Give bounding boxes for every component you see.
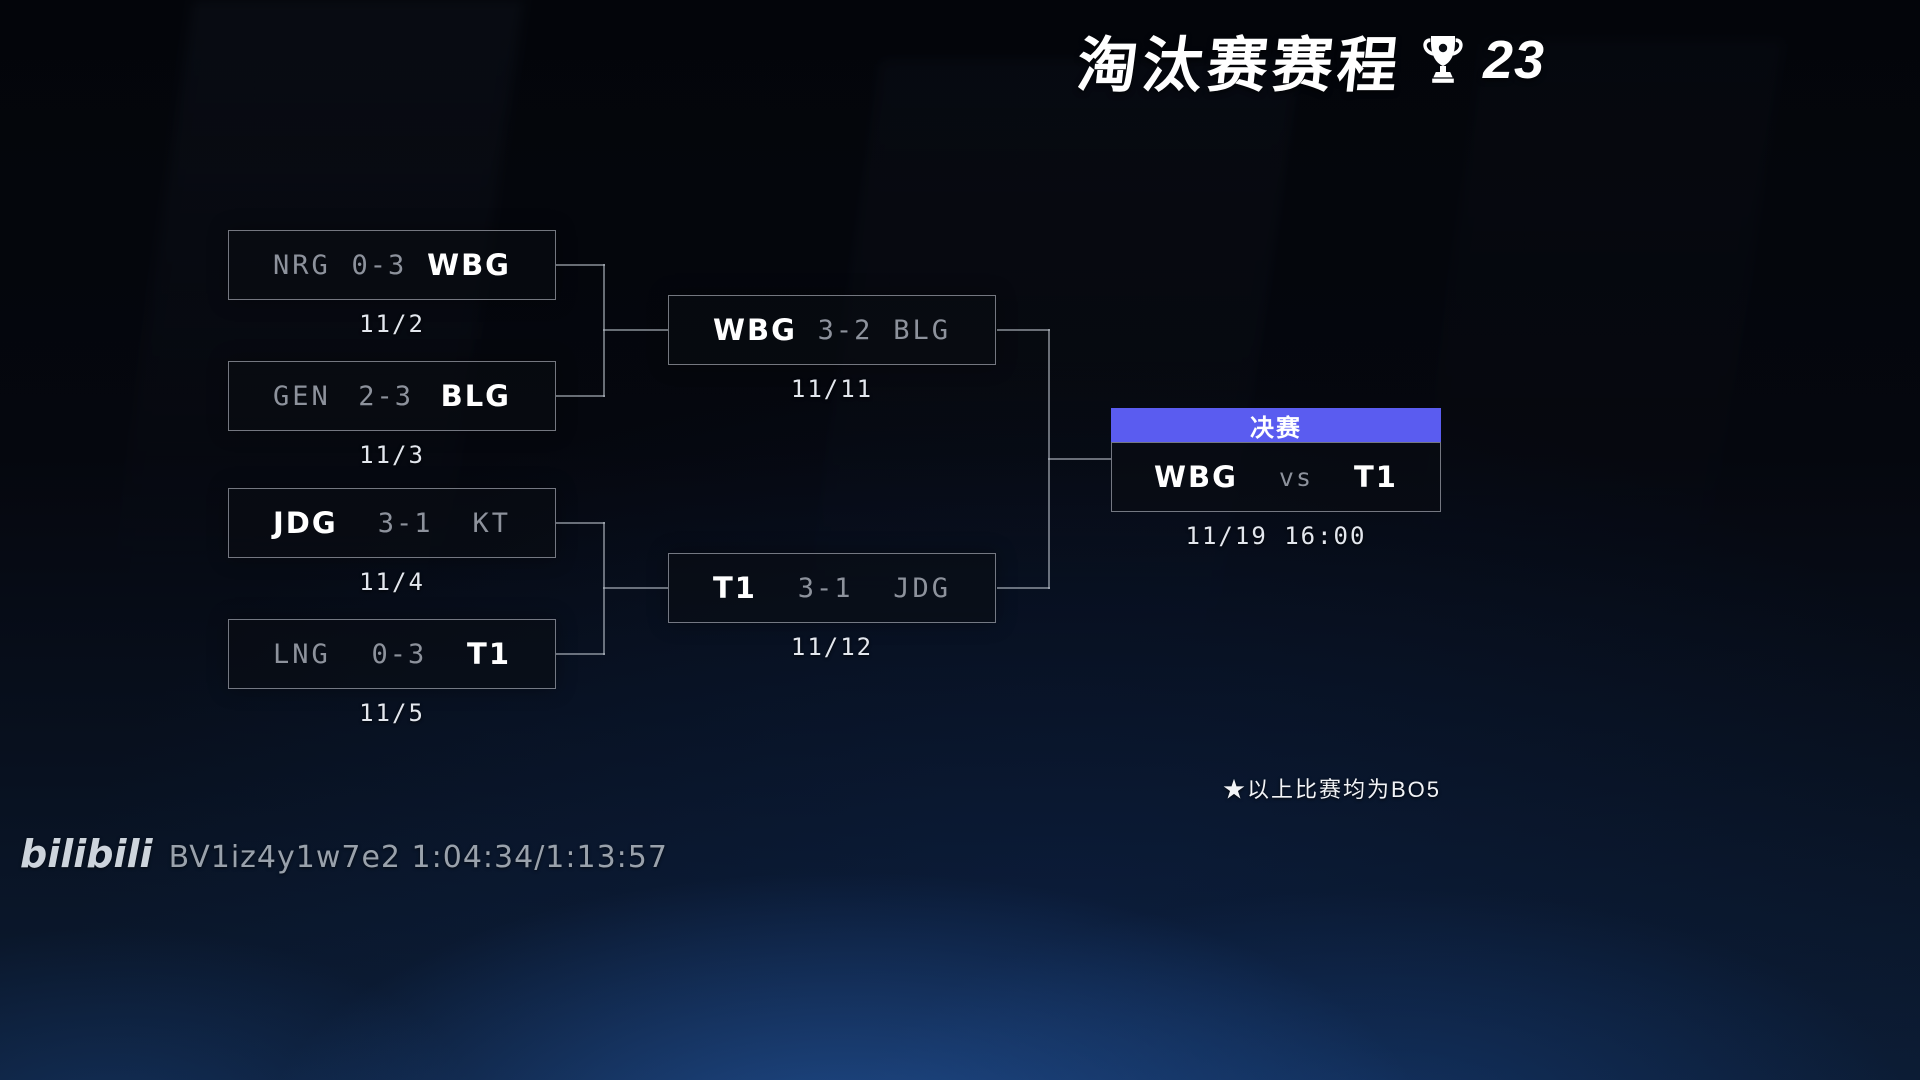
match-quarterfinal-2: GEN 2-3 BLG [228,361,556,431]
bilibili-logo: bilibili [20,832,153,876]
bracket-connector-line [1048,458,1111,460]
team-name: WBG [713,313,797,347]
team-name: NRG [273,249,331,281]
video-id-and-time: BV1iz4y1w7e2 1:04:34/1:13:57 [168,840,668,875]
team-name: WBG [1154,460,1238,494]
worlds-cup-icon [1423,36,1463,83]
match-score: 2-3 [358,380,414,412]
team-name: KT [472,507,511,539]
player-info: bilibili BV1iz4y1w7e2 1:04:34/1:13:57 [20,832,668,876]
match-semifinal-1: WBG 3-2 BLG [668,295,996,365]
team-name: LNG [273,638,331,670]
match-date: 11/19 16:00 [1185,522,1367,550]
bracket-connector-line [556,653,605,655]
match-score: 3-1 [377,507,433,539]
bracket-connector-line [603,587,668,589]
match-quarterfinal-4: LNG 0-3 T1 [228,619,556,689]
match-score: 0-3 [351,249,407,281]
bracket-connector-line [556,522,605,524]
match-score: 0-3 [371,638,427,670]
title-year: 23 [1483,30,1546,90]
match-date: 11/12 [790,633,874,661]
match-date: 11/11 [790,375,874,403]
match-semifinal-2: T1 3-1 JDG [668,553,996,623]
bracket-connector-line [556,264,605,266]
team-name: BLG [440,379,511,413]
title-text: 淘汰赛赛程 [1073,31,1406,99]
team-name: T1 [1354,460,1398,494]
match-date: 11/2 [359,310,425,338]
team-name: T1 [467,637,511,671]
bracket-connector-line [997,587,1050,589]
page-title: 淘汰赛赛程 23 [1074,26,1546,99]
team-name: GEN [273,380,331,412]
match-final: WBG vs T1 [1111,442,1441,512]
match-score: 3-2 [817,314,873,346]
team-name: WBG [427,248,511,282]
bracket-connector-line [997,329,1050,331]
match-date: 11/5 [359,699,425,727]
bo5-footnote: ★以上比赛均为BO5 [1222,777,1441,802]
vs-label: vs [1278,462,1314,492]
match-quarterfinal-1: NRG 0-3 WBG [228,230,556,300]
team-name: JDG [273,506,338,540]
match-date: 11/3 [359,441,425,469]
team-name: BLG [893,314,951,346]
match-quarterfinal-3: JDG 3-1 KT [228,488,556,558]
bracket-connector-line [556,395,605,397]
team-name: T1 [713,571,757,605]
match-score: 3-1 [797,572,853,604]
team-name: JDG [893,572,951,604]
final-header: 决赛 [1111,408,1441,442]
match-date: 11/4 [359,568,425,596]
bracket-connector-line [603,329,668,331]
